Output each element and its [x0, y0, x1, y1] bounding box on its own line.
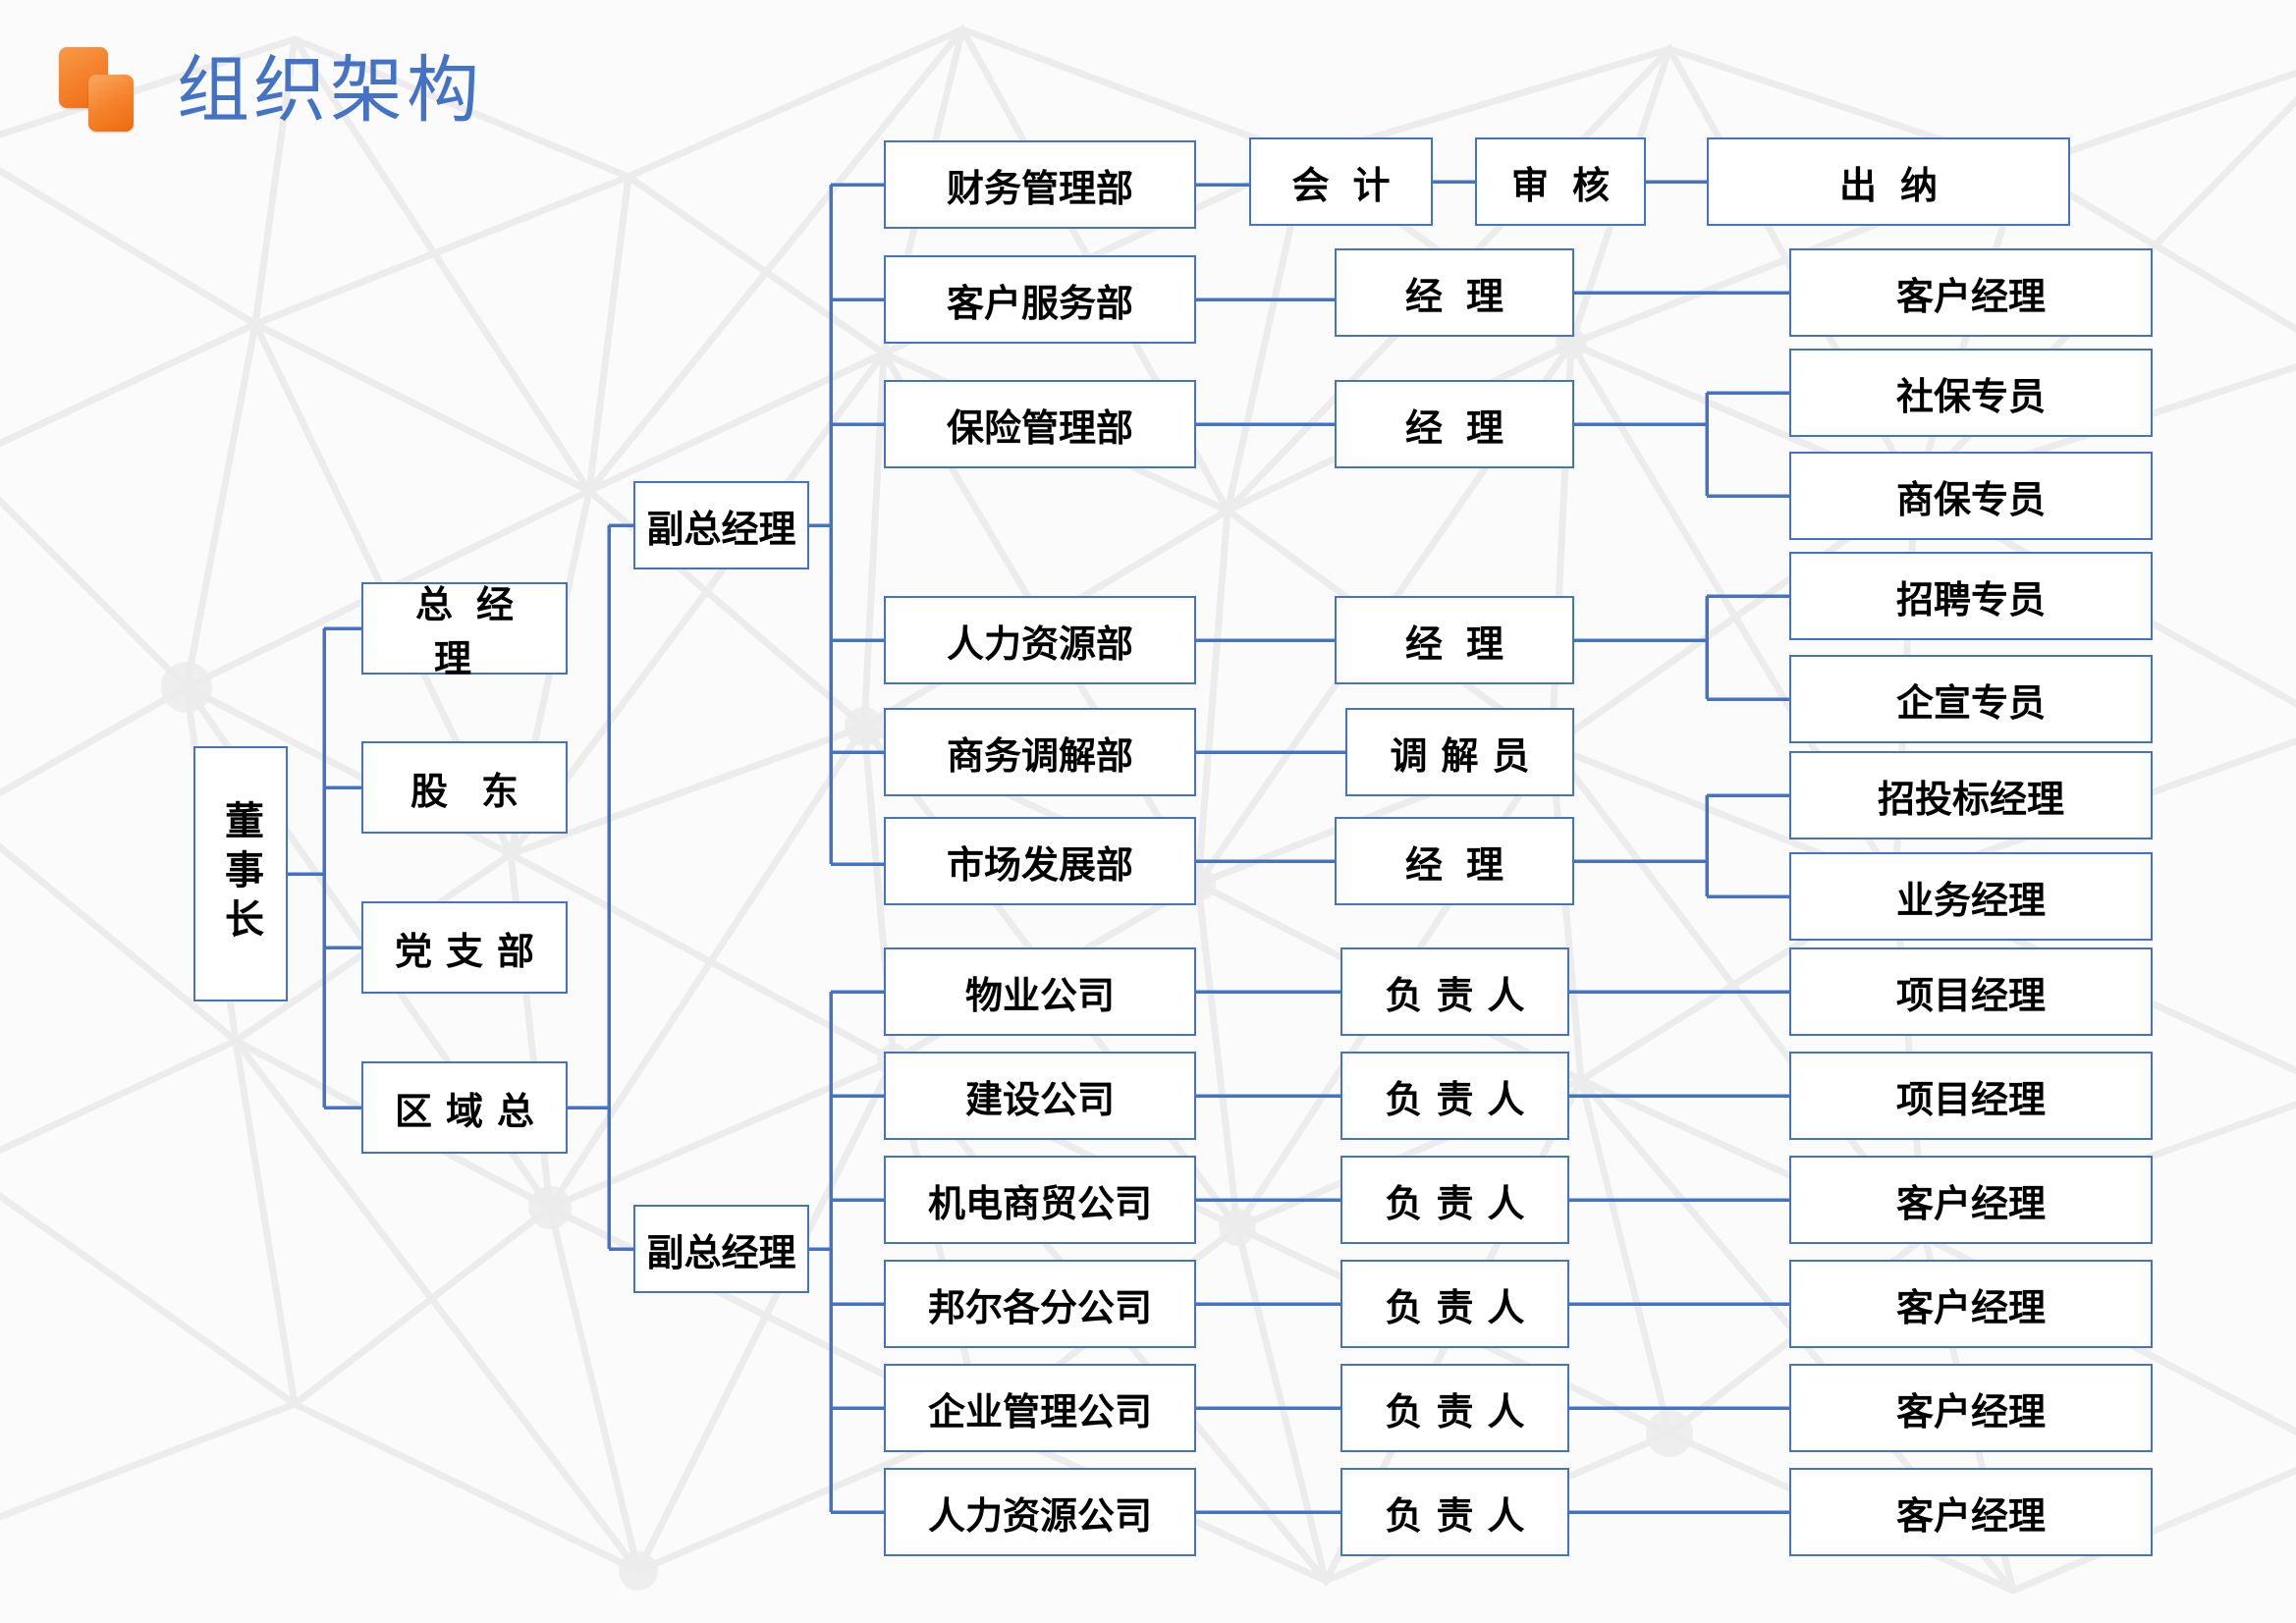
node-auditor[interactable]: 审核	[1475, 137, 1646, 226]
node-branch-head[interactable]: 负责人	[1340, 1260, 1569, 1348]
node-accountant[interactable]: 会计	[1249, 137, 1433, 226]
node-hr-company[interactable]: 人力资源公司	[884, 1468, 1196, 1556]
app-logo-icon	[59, 47, 139, 134]
node-recruitment-specialist[interactable]: 招聘专员	[1789, 552, 2153, 640]
node-cashier[interactable]: 出纳	[1707, 137, 2070, 226]
node-insurance-dept[interactable]: 保险管理部	[884, 380, 1196, 468]
node-mediator[interactable]: 调解员	[1345, 708, 1574, 796]
node-project-manager-2[interactable]: 项目经理	[1789, 1052, 2153, 1140]
title-area: 组织架构	[59, 47, 483, 134]
node-pr-specialist[interactable]: 企宣专员	[1789, 655, 2153, 743]
node-business-manager[interactable]: 业务经理	[1789, 852, 2153, 941]
node-finance-dept[interactable]: 财务管理部	[884, 140, 1196, 229]
node-key-account-manager-1[interactable]: 客户经理	[1789, 1156, 2153, 1244]
node-chairman[interactable]: 董事长	[193, 746, 288, 1001]
node-commercial-insurance-specialist[interactable]: 商保专员	[1789, 452, 2153, 540]
node-cs-manager[interactable]: 经理	[1335, 248, 1574, 337]
node-market-manager[interactable]: 经理	[1335, 817, 1574, 905]
node-enterprise-head[interactable]: 负责人	[1340, 1364, 1569, 1452]
node-bidding-manager[interactable]: 招投标经理	[1789, 751, 2153, 839]
node-market-development-dept[interactable]: 市场发展部	[884, 817, 1196, 905]
node-electromechanical-head[interactable]: 负责人	[1340, 1156, 1569, 1244]
node-party-branch[interactable]: 党支部	[361, 901, 568, 994]
node-general-manager[interactable]: 总经理	[361, 582, 568, 680]
node-construction-head[interactable]: 负责人	[1340, 1052, 1569, 1140]
node-property-head[interactable]: 负责人	[1340, 947, 1569, 1036]
node-hr-manager[interactable]: 经理	[1335, 596, 1574, 684]
node-vice-gm-2[interactable]: 副总经理	[633, 1205, 809, 1293]
node-key-account-manager-3[interactable]: 客户经理	[1789, 1364, 2153, 1452]
node-shareholder[interactable]: 股东	[361, 741, 568, 834]
node-customer-service-dept[interactable]: 客户服务部	[884, 255, 1196, 344]
node-hr-dept[interactable]: 人力资源部	[884, 596, 1196, 684]
node-key-account-manager-2[interactable]: 客户经理	[1789, 1260, 2153, 1348]
node-hr-company-head[interactable]: 负责人	[1340, 1468, 1569, 1556]
node-enterprise-management-company[interactable]: 企业管理公司	[884, 1364, 1196, 1452]
node-electromechanical-trade-company[interactable]: 机电商贸公司	[884, 1156, 1196, 1244]
node-insurance-manager[interactable]: 经理	[1335, 380, 1574, 468]
node-property-company[interactable]: 物业公司	[884, 947, 1196, 1036]
node-key-account-manager-4[interactable]: 客户经理	[1789, 1468, 2153, 1556]
node-construction-company[interactable]: 建设公司	[884, 1052, 1196, 1140]
node-cs-key-manager[interactable]: 客户经理	[1789, 248, 2153, 337]
node-bangér-branch-company[interactable]: 邦尔各分公司	[884, 1260, 1196, 1348]
node-social-insurance-specialist[interactable]: 社保专员	[1789, 349, 2153, 437]
node-vice-gm-1[interactable]: 副总经理	[633, 481, 809, 569]
logo-square-front-icon	[88, 75, 134, 132]
node-business-mediation-dept[interactable]: 商务调解部	[884, 708, 1196, 796]
node-project-manager-1[interactable]: 项目经理	[1789, 947, 2153, 1036]
node-region-head[interactable]: 区域总	[361, 1061, 568, 1154]
page-title: 组织架构	[177, 48, 483, 133]
